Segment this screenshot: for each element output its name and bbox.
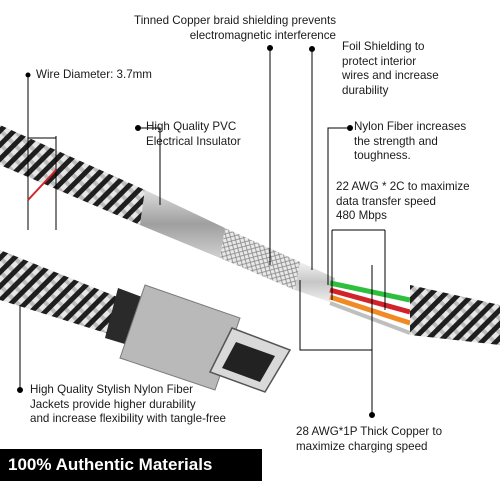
foil-segment (295, 262, 335, 302)
nylon-fiber-label: Nylon Fiber increases the strength and t… (354, 120, 467, 162)
pvc-insulator-segment (140, 190, 225, 258)
authentic-materials-banner: 100% Authentic Materials (0, 449, 262, 481)
data-wires-label: 22 AWG * 2C to maximize data transfer sp… (336, 180, 470, 222)
diameter-marker (25, 72, 57, 230)
pvc-insulator-label: High Quality PVC Electrical Insulator (146, 120, 241, 148)
copper-braid-segment (220, 228, 300, 290)
lower-braided-jacket (0, 250, 125, 335)
power-wires-label: 28 AWG*1P Thick Copper to maximize charg… (296, 425, 443, 453)
nylon-jacket-label: High Quality Stylish Nylon Fiber Jackets… (30, 383, 226, 425)
connector-port (222, 342, 275, 382)
braid-shielding-label: Tinned Copper braid shielding prevents e… (134, 14, 336, 42)
inner-wires (329, 280, 411, 335)
power-wire-leader-left (299, 280, 372, 351)
nylon-leader (327, 127, 350, 285)
usb-c-cable (0, 250, 292, 393)
connector-shell (119, 284, 241, 391)
cable-end-braid (410, 285, 500, 345)
pvc-leader (138, 127, 161, 205)
wire-diameter-label: Wire Diameter: 3.7mm (36, 68, 152, 81)
leader-lines (17, 45, 386, 418)
foil-shielding-label: Foil Shielding to protect interior wires… (342, 40, 439, 97)
braided-jacket (0, 125, 145, 225)
main-cable (0, 125, 500, 345)
authentic-materials-text: 100% Authentic Materials (8, 455, 213, 474)
